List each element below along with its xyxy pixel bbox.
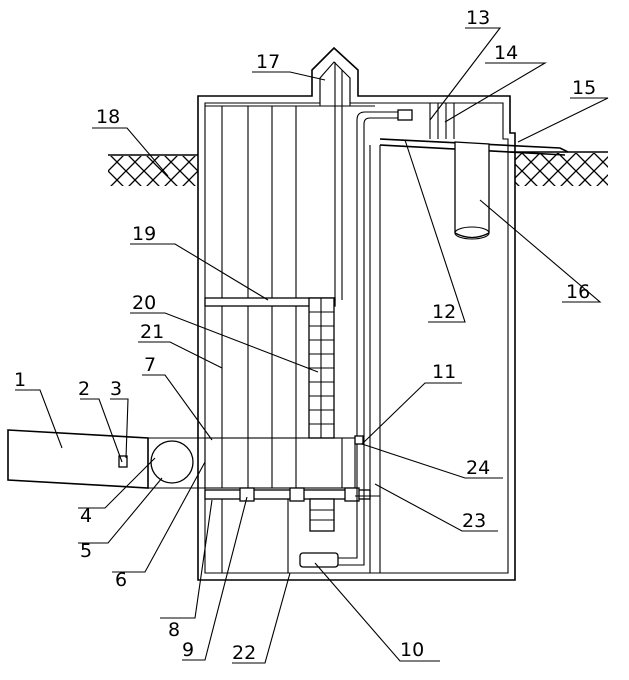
label-2: 2	[78, 378, 90, 400]
label-9: 9	[182, 639, 194, 661]
label-10: 10	[400, 639, 424, 661]
label-23: 23	[462, 510, 486, 532]
label-8: 8	[168, 619, 180, 641]
label-3: 3	[110, 378, 122, 400]
partition-plate	[204, 297, 336, 307]
brick-stack	[308, 297, 335, 439]
ground-right	[510, 151, 608, 186]
label-15: 15	[572, 77, 596, 99]
label-6: 6	[115, 569, 127, 591]
drain-pipe	[454, 141, 490, 240]
label-1: 1	[14, 369, 26, 391]
label-21: 21	[140, 321, 164, 343]
part-labels: 1 2 3 4 5 6 7 8 9 10 11 12 13 14 15 16 1…	[14, 7, 596, 664]
side-pipe	[355, 145, 381, 573]
label-18: 18	[96, 106, 120, 128]
label-13: 13	[466, 7, 490, 29]
label-16: 16	[566, 281, 590, 303]
label-22: 22	[232, 642, 256, 664]
label-5: 5	[80, 540, 92, 562]
valve-ball	[148, 437, 205, 489]
label-14: 14	[494, 42, 518, 64]
bottom-compartments	[221, 498, 335, 573]
label-19: 19	[132, 223, 156, 245]
ground-left	[108, 154, 198, 186]
lower-chamber	[204, 437, 356, 489]
label-24: 24	[466, 457, 490, 479]
label-4: 4	[80, 505, 92, 527]
vent-pipe	[319, 62, 351, 300]
leader-lines	[15, 27, 609, 664]
level-sensor	[354, 435, 364, 445]
label-17: 17	[256, 51, 280, 73]
pump-and-pipe	[299, 109, 413, 568]
label-20: 20	[132, 292, 156, 314]
label-11: 11	[432, 361, 456, 383]
upper-filter-columns	[205, 105, 375, 300]
label-12: 12	[432, 301, 456, 323]
middle-filter-columns	[221, 306, 297, 438]
label-7: 7	[144, 354, 156, 376]
